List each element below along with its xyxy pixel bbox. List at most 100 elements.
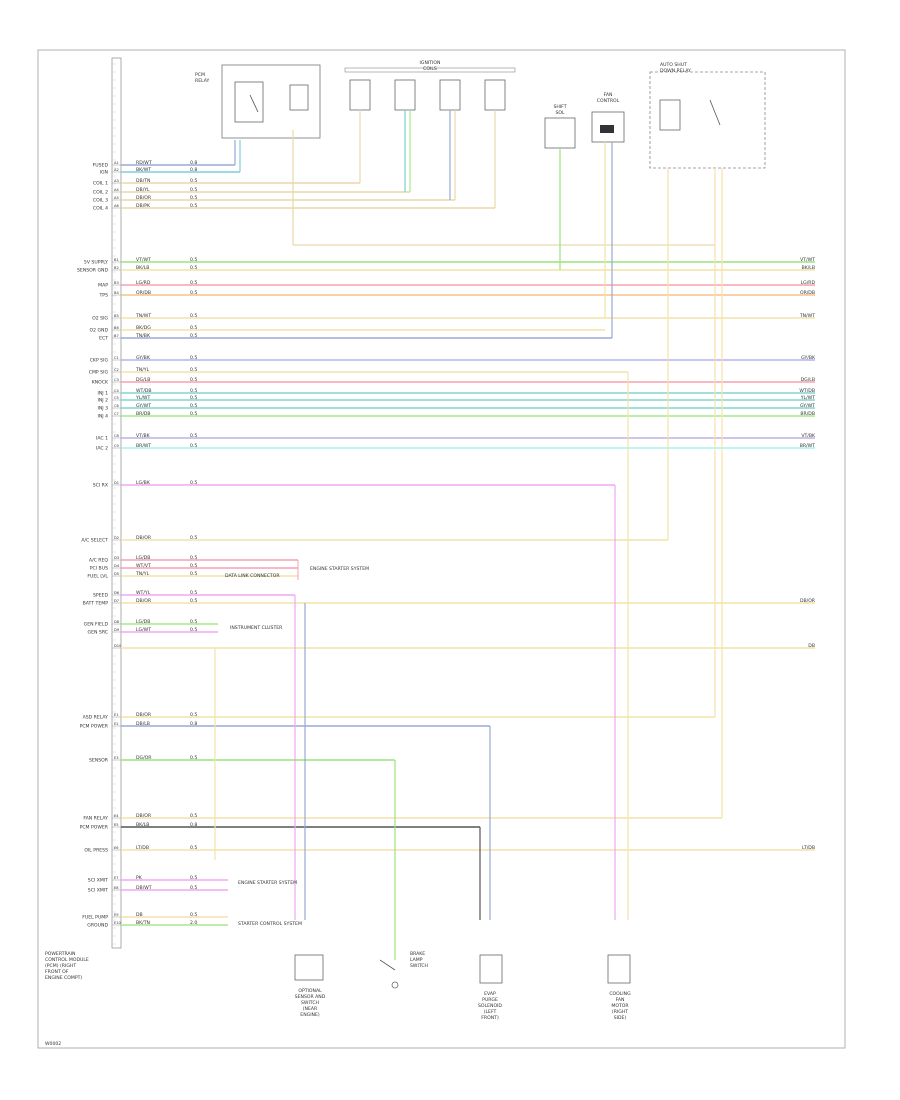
pin-number: D6 <box>114 591 120 595</box>
wire-function-label: FUSED <box>93 163 109 169</box>
top-components: PCM RELAY IGNITION COILS SHIFT SOL FAN C… <box>195 60 766 169</box>
wire-color-code: LG/RD <box>136 280 151 286</box>
wire-gauge: 0.8 <box>190 167 197 173</box>
bottom-components: OPTIONAL SENSOR AND SWITCH (NEAR ENGINE)… <box>294 951 631 1021</box>
wire-function-label: TPS <box>99 293 109 299</box>
pcm-pin-ticks <box>112 63 121 945</box>
pin-number: D5 <box>114 572 119 576</box>
module-label-line-2: CONTROL MODULE <box>45 957 89 963</box>
pcm-relay: PCM RELAY <box>195 64 321 139</box>
wire-gauge: 0.5 <box>190 195 197 201</box>
wire-color-code: LG/DB <box>136 619 150 625</box>
evap-purge-solenoid: EVAP PURGE SOLENOID (LEFT FRONT) <box>478 954 502 1021</box>
shift-sol-label-2: SOL <box>555 110 565 116</box>
cooling-fan-motor: COOLING FAN MOTOR (RIGHT SIDE) <box>607 954 631 1021</box>
pin-number: D1 <box>114 481 119 485</box>
pin-number: C7 <box>114 412 119 416</box>
wire-color-code: DB <box>136 912 143 918</box>
wire-color-code: LT/DB <box>136 845 149 851</box>
wire-function-label: ECT <box>99 336 108 342</box>
wire-color-code: TN/BK <box>135 333 151 339</box>
wire-color-code: RD/WT <box>136 160 152 166</box>
wire-gauge: 0.5 <box>190 443 197 449</box>
fan-ctrl-label-1: FAN <box>604 92 613 98</box>
wire-gauge: 0.5 <box>190 265 197 271</box>
svg-text:SWITCH: SWITCH <box>301 1000 319 1006</box>
pin-number: B7 <box>114 334 119 338</box>
wire-end-label: DG/LB <box>801 377 815 383</box>
wire-color-code: YL/WT <box>135 395 150 401</box>
svg-text:(NEAR: (NEAR <box>303 1006 318 1012</box>
wire-gauge: 0.5 <box>190 411 197 417</box>
wire-gauge: 0.5 <box>190 875 197 881</box>
wire-end-label: LG/RD <box>801 280 816 286</box>
svg-text:OPTIONAL: OPTIONAL <box>298 988 322 994</box>
wire-function-label: CMP SIG <box>89 370 109 376</box>
brake-lamp-switch: BRAKE LAMP SWITCH <box>379 951 428 989</box>
wire-end-label: VT/WT <box>800 257 815 263</box>
wire-end-label: LT/DB <box>802 845 815 851</box>
wire-function-label: INJ 3 <box>97 406 108 412</box>
wire-function-label: INJ 2 <box>97 398 108 404</box>
wire-function-label: ASD RELAY <box>83 715 109 721</box>
wire-function-label: IAC 2 <box>96 446 108 452</box>
wire-color-code: DB/LB <box>136 721 150 727</box>
wire-function-label: CKP SIG <box>90 358 109 364</box>
svg-text:SOLENOID: SOLENOID <box>478 1003 502 1009</box>
wire-function-label: GEN SRC <box>88 630 108 636</box>
svg-text:SIDE): SIDE) <box>614 1015 627 1021</box>
wire-color-code: PK <box>136 875 143 881</box>
asd-relay: AUTO SHUT DOWN RELAY <box>649 62 766 169</box>
svg-text:MOTOR: MOTOR <box>611 1003 629 1009</box>
svg-text:ENGINE): ENGINE) <box>300 1012 320 1018</box>
module-label-line-3: (PCM) (RIGHT <box>45 963 76 969</box>
pin-number: C1 <box>114 356 119 360</box>
wire-function-label: INJ 4 <box>97 414 108 420</box>
wire-gauge: 0.5 <box>190 912 197 918</box>
pin-number: A5 <box>114 196 119 200</box>
wire-color-code: DG/LB <box>136 377 150 383</box>
wire-color-code: TN/WT <box>135 313 151 319</box>
shift-sol-label-1: SHIFT <box>553 104 566 110</box>
wire-gauge: 0.5 <box>190 388 197 394</box>
svg-text:EVAP: EVAP <box>484 991 496 997</box>
pin-number: C9 <box>114 444 120 448</box>
wire-gauge: 0.8 <box>190 721 197 727</box>
wire-function-label: FUEL LVL <box>87 574 108 580</box>
wire-end-label: TN/WT <box>799 313 815 319</box>
wire-end-label: WT/DB <box>799 388 815 394</box>
pcm-relay-label-1: PCM <box>195 72 205 78</box>
wire-color-code: BR/DB <box>136 411 151 417</box>
wire-color-code: GY/BK <box>136 355 151 361</box>
wire-gauge: 0.5 <box>190 535 197 541</box>
pin-number: B4 <box>114 291 119 295</box>
wire-gauge: 0.8 <box>190 822 197 828</box>
wire-end-label: GY/WT <box>800 403 815 409</box>
svg-text:BRAKE: BRAKE <box>410 951 425 957</box>
wire-function-label: MAP <box>98 283 108 289</box>
wire-function-label: FAN RELAY <box>83 816 108 822</box>
side-note-5: STARTER CONTROL SYSTEM <box>238 921 302 927</box>
wire-color-code: DB/OR <box>136 535 152 541</box>
wire-end-label: OR/DB <box>800 290 815 296</box>
pin-number: E8 <box>114 886 119 890</box>
wire-function-label: KNOCK <box>92 380 109 386</box>
wire-end-label: BK/LB <box>802 265 815 271</box>
wire-function-label: IGN <box>100 170 108 176</box>
wire-color-code: DG/OR <box>136 755 152 761</box>
wire-gauge: 0.5 <box>190 280 197 286</box>
module-label-line-1: POWERTRAIN <box>45 951 75 957</box>
pin-number: C8 <box>114 434 120 438</box>
pin-number: D10 <box>114 644 122 648</box>
ign-coils-label-2: COILS <box>423 66 437 72</box>
wire-color-code: TN/YL <box>135 367 150 373</box>
wire-gauge: 0.5 <box>190 203 197 209</box>
wire-function-label: COIL 2 <box>93 190 108 196</box>
wire-color-code: WT/VT <box>136 563 151 569</box>
wire-function-label: A/C SELECT <box>81 538 108 544</box>
wire-color-code: DB/OR <box>136 598 152 604</box>
wire-gauge: 0.5 <box>190 712 197 718</box>
wire-gauge: 0.5 <box>190 433 197 439</box>
wire-gauge: 0.5 <box>190 178 197 184</box>
